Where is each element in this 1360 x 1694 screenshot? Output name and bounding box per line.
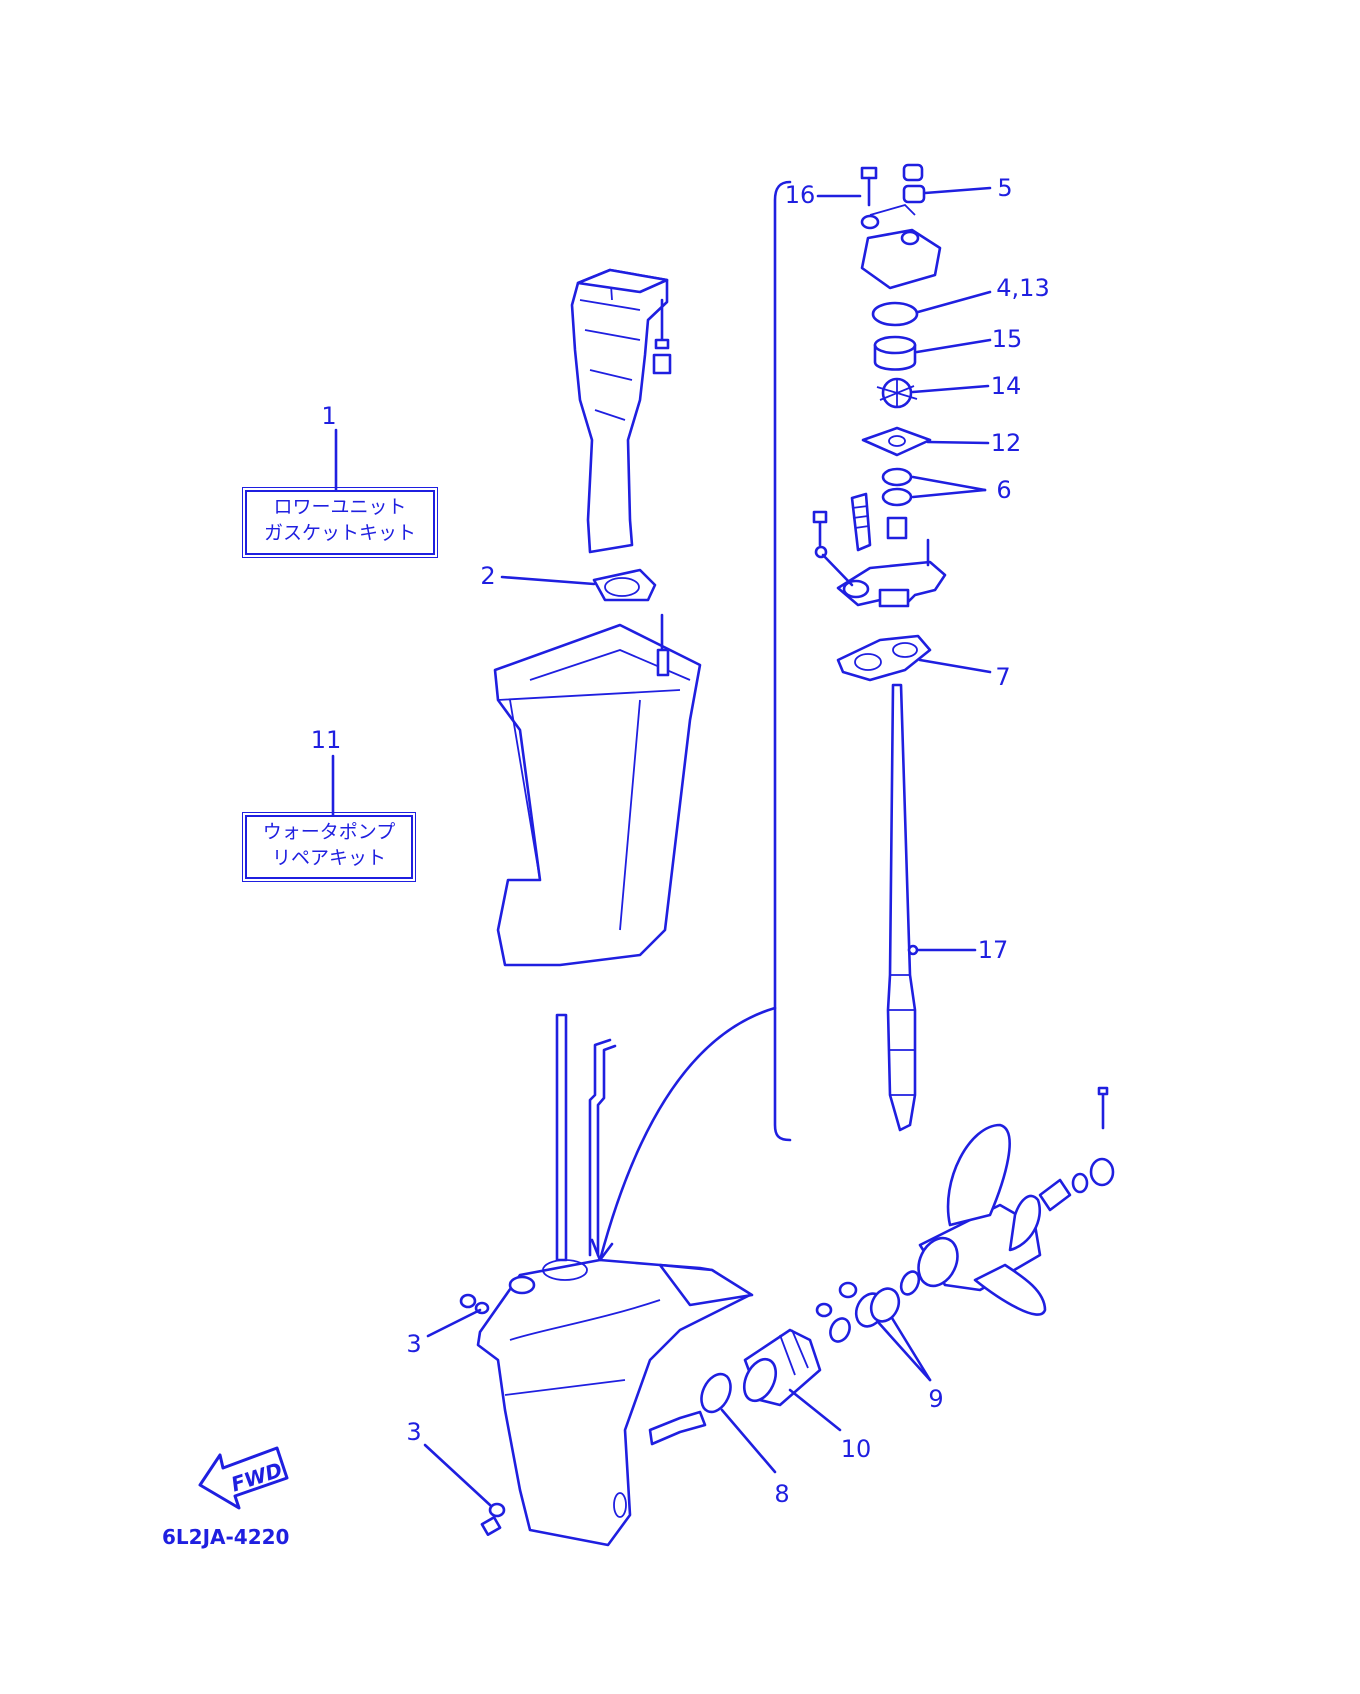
svg-text:15: 15 [992,325,1023,353]
svg-text:8: 8 [774,1480,789,1508]
callout-4-13: 4,13 [916,274,1050,314]
svg-text:7: 7 [995,663,1010,691]
lower-unit-gasket-kit-line1: ロワーユニット [273,496,407,518]
screw-3-upper-part [459,1293,490,1315]
callout-12: 12 [926,429,1022,457]
kit-11-leader: 11 [311,726,342,817]
drawing-code: 6L2JA-4220 [162,1525,290,1549]
exhaust-guide-part [570,268,669,554]
lower-unit-gasket-kit-label: ロワーユニット ガスケットキット [242,487,438,558]
callout-15: 15 [915,325,1023,354]
svg-text:16: 16 [785,181,816,209]
impeller-14-part [876,377,918,409]
bearing-housing-10-part [742,1281,858,1407]
nut-cotter-pin-part [1089,1086,1115,1187]
bolt-part [652,298,672,375]
callout-8: 8 [720,1408,790,1508]
bolt-16-part [860,166,878,207]
lower-unit-part [476,1258,754,1547]
callout-6: 6 [911,475,1012,504]
svg-text:6: 6 [996,476,1011,504]
callout-3-lower: 3 [406,1418,492,1507]
callout-3-upper: 3 [406,1308,482,1358]
o-ring-4-13-part [871,301,919,327]
lower-unit-gasket-kit-line2: ガスケットキット [263,522,416,544]
callout-16: 16 [785,181,862,209]
svg-text:12: 12 [991,429,1022,457]
spacer-part [1038,1172,1089,1212]
kit-1-leader: 1 [321,402,338,492]
pump-base-part [812,510,947,608]
grommet-5-part [902,163,926,204]
svg-text:2: 2 [480,562,495,590]
propeller-part [917,1123,1047,1316]
drive-shaft-part [886,683,917,1132]
fwd-arrow-icon: FWD [198,1446,289,1510]
pump-housing-part [860,203,942,290]
insert-cartridge-15-part [873,335,917,371]
callout-10: 10 [788,1388,872,1463]
outer-plate-12-part [861,426,932,457]
callout-17: 17 [907,936,1009,964]
callout-5: 5 [923,174,1013,202]
svg-text:3: 3 [406,1418,421,1446]
water-tubes-part [555,1013,617,1262]
kit-1-number: 1 [321,402,336,430]
gasket-2-part [592,568,657,602]
svg-text:14: 14 [991,372,1022,400]
o-ring-8-part [700,1372,732,1414]
gasket-7-part [836,634,932,682]
svg-text:17: 17 [978,936,1009,964]
callout-7: 7 [918,658,1011,691]
kit-11-number: 11 [311,726,342,754]
callout-14: 14 [911,372,1022,400]
screw-3-lower-part [480,1502,506,1536]
svg-text:9: 9 [928,1385,943,1413]
oil-seals-6-part [881,467,913,507]
svg-text:5: 5 [997,174,1012,202]
callout-9: 9 [876,1316,944,1413]
svg-text:4,13: 4,13 [996,274,1049,302]
water-pump-repair-kit-line1: ウォータポンプ [262,821,396,843]
svg-text:3: 3 [406,1330,421,1358]
seals-9-part [829,1270,921,1343]
water-tube-seal-part [850,492,872,552]
water-pump-repair-kit-label: ウォータポンプ リペアキット [242,812,416,882]
water-pump-repair-kit-line2: リペアキット [271,847,386,869]
svg-text:10: 10 [841,1435,872,1463]
assembly-bracket [590,180,792,1262]
callout-2: 2 [480,562,596,590]
upper-casing-part [493,613,702,967]
